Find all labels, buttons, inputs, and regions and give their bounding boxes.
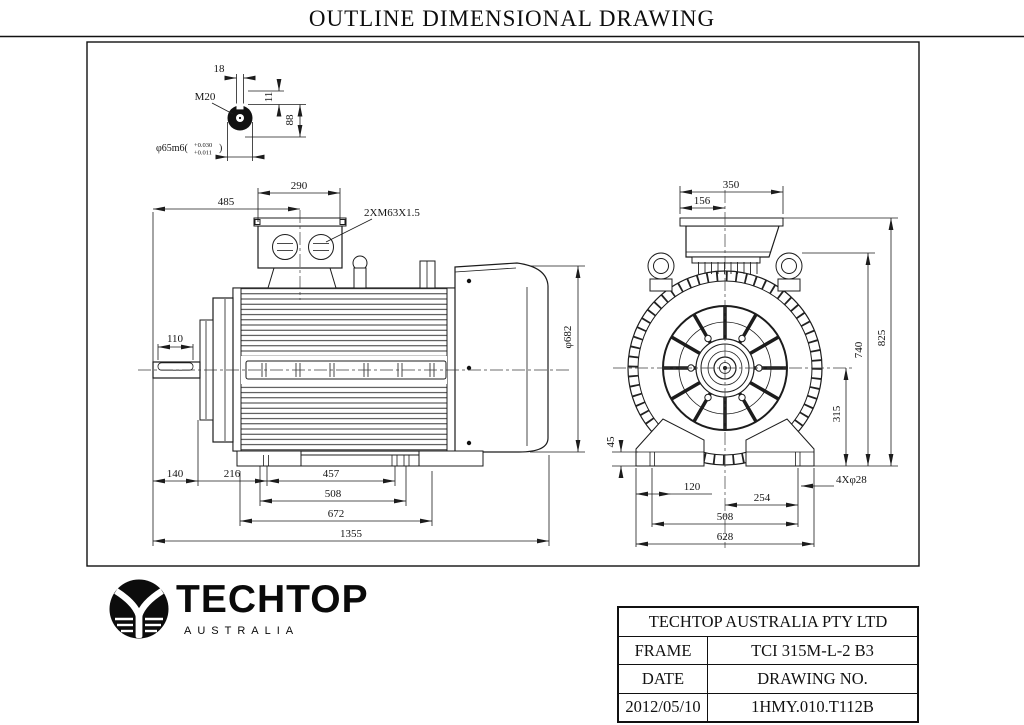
dim-eyebolt-height: 740 (853, 341, 865, 358)
dim-foot-overall-width: 628 (717, 531, 734, 543)
date-value: 2012/05/10 (619, 693, 708, 721)
dim-half-foot-spacing: 254 (754, 492, 771, 504)
dim-keyway-length: 110 (167, 333, 184, 345)
drawing-no-value: 1HMY.010.T112B (751, 697, 874, 717)
frame-value: TCI 315M-L-2 B3 (751, 640, 874, 660)
foot (745, 418, 815, 467)
dim-foot-hole-spacing-2: 508 (325, 488, 342, 500)
dim-shaft-dia-suffix: ) (219, 143, 222, 154)
dim-shaft-dia-prefix: φ65m6( (156, 143, 189, 154)
dim-fan-cowl-dia: φ682 (562, 326, 574, 349)
dim-total-length: 1355 (340, 528, 363, 540)
fan-cowl-side (454, 262, 549, 453)
techtop-logo: TECHTOP AUSTRALIA (108, 578, 428, 648)
date-label: DATE (619, 665, 708, 693)
dim-box-width: 290 (291, 180, 308, 192)
dim-shaft-to-foot-hole: 216 (224, 468, 241, 480)
label-mounting-holes: 4Xφ28 (836, 474, 867, 486)
foot (418, 450, 484, 467)
cable-gland-hole (272, 234, 298, 260)
side-view-dimensions: 290 485 2XM63X1.5 110 φ682 (152, 180, 585, 546)
dim-foot-hole-spacing: 457 (323, 468, 340, 480)
shaft-keyway (157, 362, 194, 371)
dim-total-height: 825 (876, 329, 888, 346)
title-block: TECHTOP AUSTRALIA PTY LTD FRAME TCI 315M… (617, 606, 919, 723)
dim-shaft-extension: 140 (167, 468, 184, 480)
dim-key-width: 18 (214, 63, 226, 75)
sheet-border (86, 41, 920, 567)
motor-end-view (613, 190, 852, 548)
dim-shaft-tol-lower: +0.011 (194, 150, 212, 157)
dim-foot-pad-width: 120 (684, 481, 701, 493)
dim-foot-hole-spacing-end: 508 (717, 511, 734, 523)
dim-foot-pad-height: 45 (605, 436, 617, 448)
shaft-end-detail: 18 M20 11 88 φ65m6( +0.030 +0.011 ) (156, 63, 306, 161)
frame-label: FRAME (619, 637, 708, 665)
label-center-tap: M20 (195, 91, 216, 103)
techtop-logo-icon (109, 579, 169, 639)
end-view-dimensions: 350 156 315 740 825 45 (605, 179, 898, 547)
lifting-eyebolts (647, 252, 803, 292)
logo-region-text: AUSTRALIA (184, 625, 300, 637)
motor-side-view (138, 210, 570, 467)
dim-foot-length: 672 (328, 508, 345, 520)
dim-box-total-width: 350 (723, 179, 740, 191)
rear-lug (419, 260, 436, 289)
title-block-company: TECHTOP AUSTRALIA PTY LTD (619, 608, 917, 637)
logo-brand-text: TECHTOP (176, 578, 369, 621)
page-title: OUTLINE DIMENSIONAL DRAWING (308, 6, 716, 31)
dim-shaft-tol-upper: +0.030 (194, 142, 212, 149)
dim-box-center-offset: 156 (694, 195, 711, 207)
drawing-no-label: DRAWING NO. (757, 668, 868, 688)
label-cable-glands: 2XM63X1.5 (364, 207, 420, 219)
foot (236, 450, 302, 467)
dim-box-center: 485 (218, 196, 235, 208)
foot (635, 418, 705, 467)
dim-key-depth: 88 (284, 114, 296, 126)
dim-key-height: 11 (263, 92, 275, 103)
frame-top-fins (694, 262, 758, 274)
dim-shaft-center-height: 315 (831, 405, 843, 422)
cable-gland-hole (308, 234, 334, 260)
